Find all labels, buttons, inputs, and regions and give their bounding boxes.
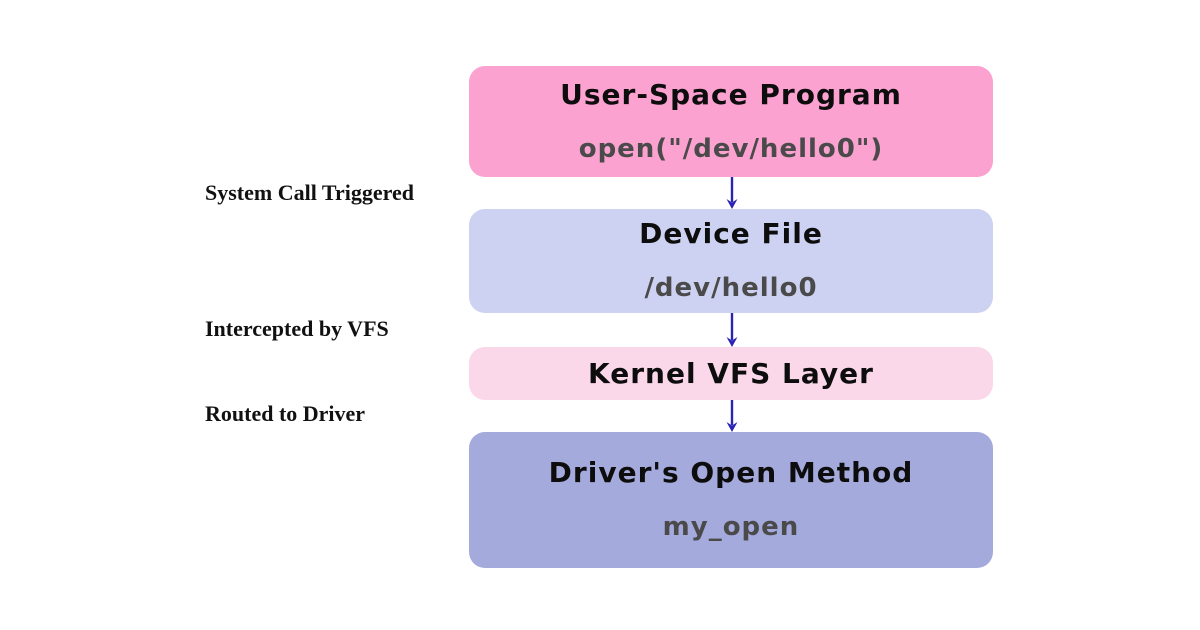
- edge-label-intercepted-by-vfs: Intercepted by VFS: [205, 316, 389, 341]
- node-title: Driver's Open Method: [548, 456, 914, 489]
- node-user-space-program: User-Space Program open("/dev/hello0"): [469, 66, 993, 177]
- node-subtitle: /dev/hello0: [644, 273, 818, 303]
- node-kernel-vfs-layer: Kernel VFS Layer: [469, 347, 993, 400]
- arrow-down-icon: [723, 400, 741, 432]
- node-title: Kernel VFS Layer: [588, 356, 874, 390]
- node-subtitle: open("/dev/hello0"): [578, 133, 884, 164]
- edge-label-routed-to-driver: Routed to Driver: [205, 401, 366, 426]
- node-title: Device File: [639, 217, 823, 250]
- node-drivers-open-method: Driver's Open Method my_open: [469, 432, 993, 568]
- arrow-down-icon: [723, 177, 741, 209]
- node-subtitle: my_open: [662, 512, 800, 542]
- edge-label-system-call-triggered: System Call Triggered: [205, 180, 414, 205]
- node-device-file: Device File /dev/hello0: [469, 209, 993, 313]
- arrow-down-icon: [723, 313, 741, 347]
- node-title: User-Space Program: [560, 77, 902, 111]
